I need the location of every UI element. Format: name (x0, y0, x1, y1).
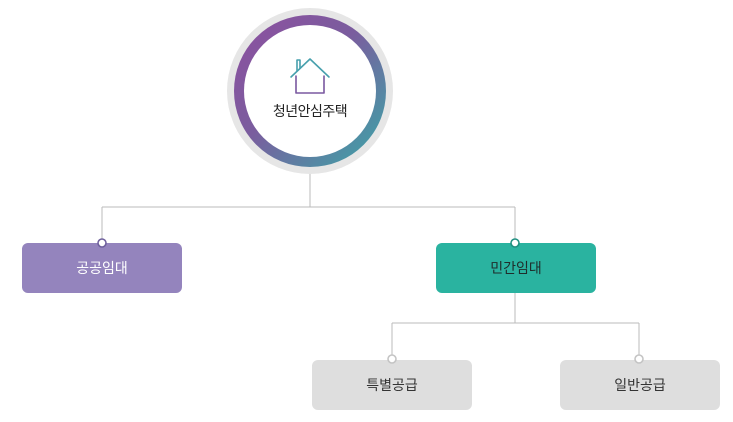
root-ring (227, 8, 393, 174)
public-rental-label: 공공임대 (76, 261, 128, 277)
root-label: 청년안심주택 (272, 104, 348, 120)
root-node: 청년안심주택 (227, 8, 393, 174)
private-rental-node: 민간임대 (436, 243, 596, 293)
special-supply-label: 특별공급 (366, 378, 418, 394)
connector-dot (510, 238, 520, 248)
private-rental-label: 민간임대 (490, 261, 542, 277)
general-supply-label: 일반공급 (614, 378, 666, 394)
special-supply-node: 특별공급 (312, 360, 472, 410)
connector-dot (387, 354, 397, 364)
connector-dot (634, 354, 644, 364)
connector-dot (97, 238, 107, 248)
public-rental-node: 공공임대 (22, 243, 182, 293)
house-icon (290, 58, 330, 94)
general-supply-node: 일반공급 (560, 360, 720, 410)
